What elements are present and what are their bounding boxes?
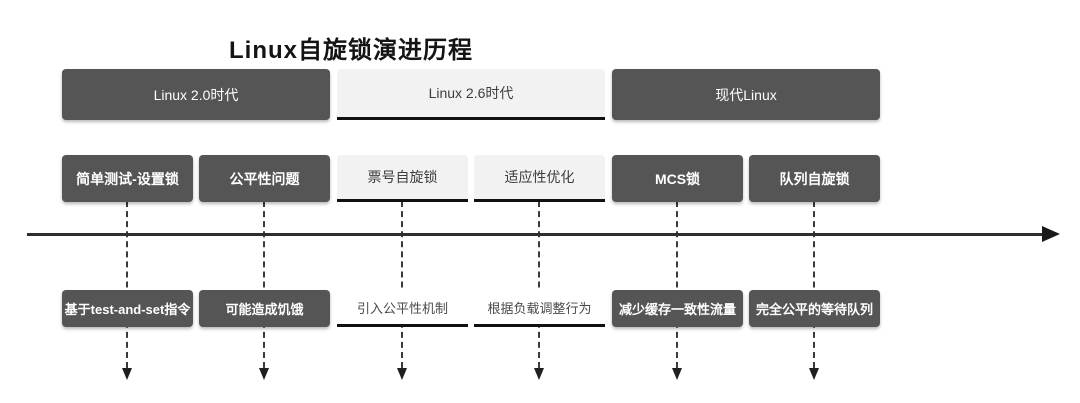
detail-label: 可能造成饥饿 xyxy=(225,302,304,317)
detail-box-fairness-mechanism: 引入公平性机制 xyxy=(337,290,468,327)
arrow-down-icon xyxy=(397,368,407,380)
dashed-connector xyxy=(401,201,403,368)
detail-box-fair-wait-queue: 完全公平的等待队列 xyxy=(749,290,880,327)
arrow-down-icon xyxy=(259,368,269,380)
timeline-axis xyxy=(27,233,1045,236)
stage-label: 公平性问题 xyxy=(229,170,300,187)
dashed-connector xyxy=(538,201,540,368)
stage-box-mcs-lock: MCS锁 xyxy=(612,155,743,202)
era-bar-linux-2-0: Linux 2.0时代 xyxy=(62,69,330,120)
detail-label: 减少缓存一致性流量 xyxy=(618,302,736,317)
arrow-down-icon xyxy=(122,368,132,380)
detail-label: 基于test-and-set指令 xyxy=(64,302,191,317)
arrow-right-icon xyxy=(1042,226,1060,242)
detail-box-test-and-set-instruction: 基于test-and-set指令 xyxy=(62,290,193,327)
detail-label: 引入公平性机制 xyxy=(356,300,448,316)
stage-label: 队列自旋锁 xyxy=(779,170,850,187)
dashed-connector xyxy=(263,201,265,368)
detail-label: 根据负载调整行为 xyxy=(487,300,592,316)
stage-box-fairness-problem: 公平性问题 xyxy=(199,155,330,202)
stage-box-adaptive-optimization: 适应性优化 xyxy=(474,155,605,202)
stage-box-test-and-set: 简单测试-设置锁 xyxy=(62,155,193,202)
dashed-connector xyxy=(676,201,678,368)
stage-label: 票号自旋锁 xyxy=(367,169,438,185)
era-label: Linux 2.6时代 xyxy=(428,85,514,101)
dashed-connector xyxy=(813,201,815,368)
stage-box-ticket-spinlock: 票号自旋锁 xyxy=(337,155,468,202)
detail-box-cache-coherence-traffic: 减少缓存一致性流量 xyxy=(612,290,743,327)
detail-label: 完全公平的等待队列 xyxy=(755,302,873,317)
era-bar-linux-2-6: Linux 2.6时代 xyxy=(337,69,605,120)
page-title: Linux自旋锁演进历程 xyxy=(229,37,473,64)
stage-label: MCS锁 xyxy=(654,170,701,187)
detail-box-load-adaptive: 根据负载调整行为 xyxy=(474,290,605,327)
arrow-down-icon xyxy=(672,368,682,380)
stage-label: 适应性优化 xyxy=(504,169,575,185)
stage-label: 简单测试-设置锁 xyxy=(76,170,179,187)
era-label: Linux 2.0时代 xyxy=(153,86,239,103)
arrow-down-icon xyxy=(534,368,544,380)
dashed-connector xyxy=(126,201,128,368)
arrow-down-icon xyxy=(809,368,819,380)
era-label: 现代Linux xyxy=(715,86,777,103)
detail-box-starvation: 可能造成饥饿 xyxy=(199,290,330,327)
era-bar-modern-linux: 现代Linux xyxy=(612,69,880,120)
stage-box-queue-spinlock: 队列自旋锁 xyxy=(749,155,880,202)
